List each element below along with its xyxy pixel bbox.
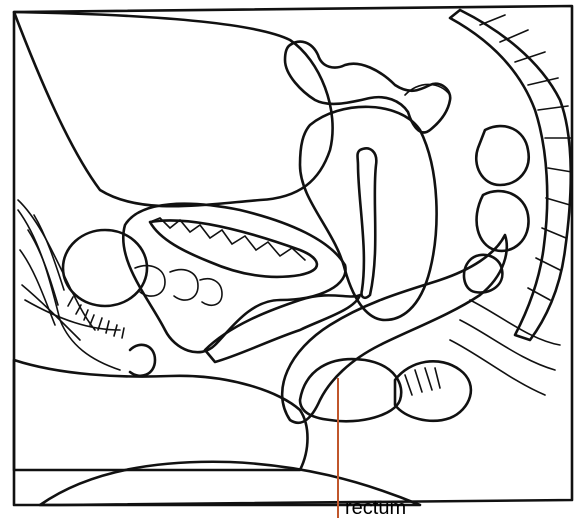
abdominal-wall (14, 12, 333, 206)
abdominal-muscle-layers (18, 210, 120, 370)
pubic-hair (68, 297, 124, 338)
thigh-region (14, 360, 420, 505)
rectum-label: rectum (345, 497, 406, 519)
vaginal-canal (205, 295, 360, 362)
perineal-region (395, 300, 560, 421)
fallopian-tube (285, 42, 450, 133)
pubic-bone (18, 200, 155, 376)
sacrum-vertebrae (450, 10, 572, 340)
colon-loops (464, 126, 529, 292)
bladder (123, 204, 345, 352)
